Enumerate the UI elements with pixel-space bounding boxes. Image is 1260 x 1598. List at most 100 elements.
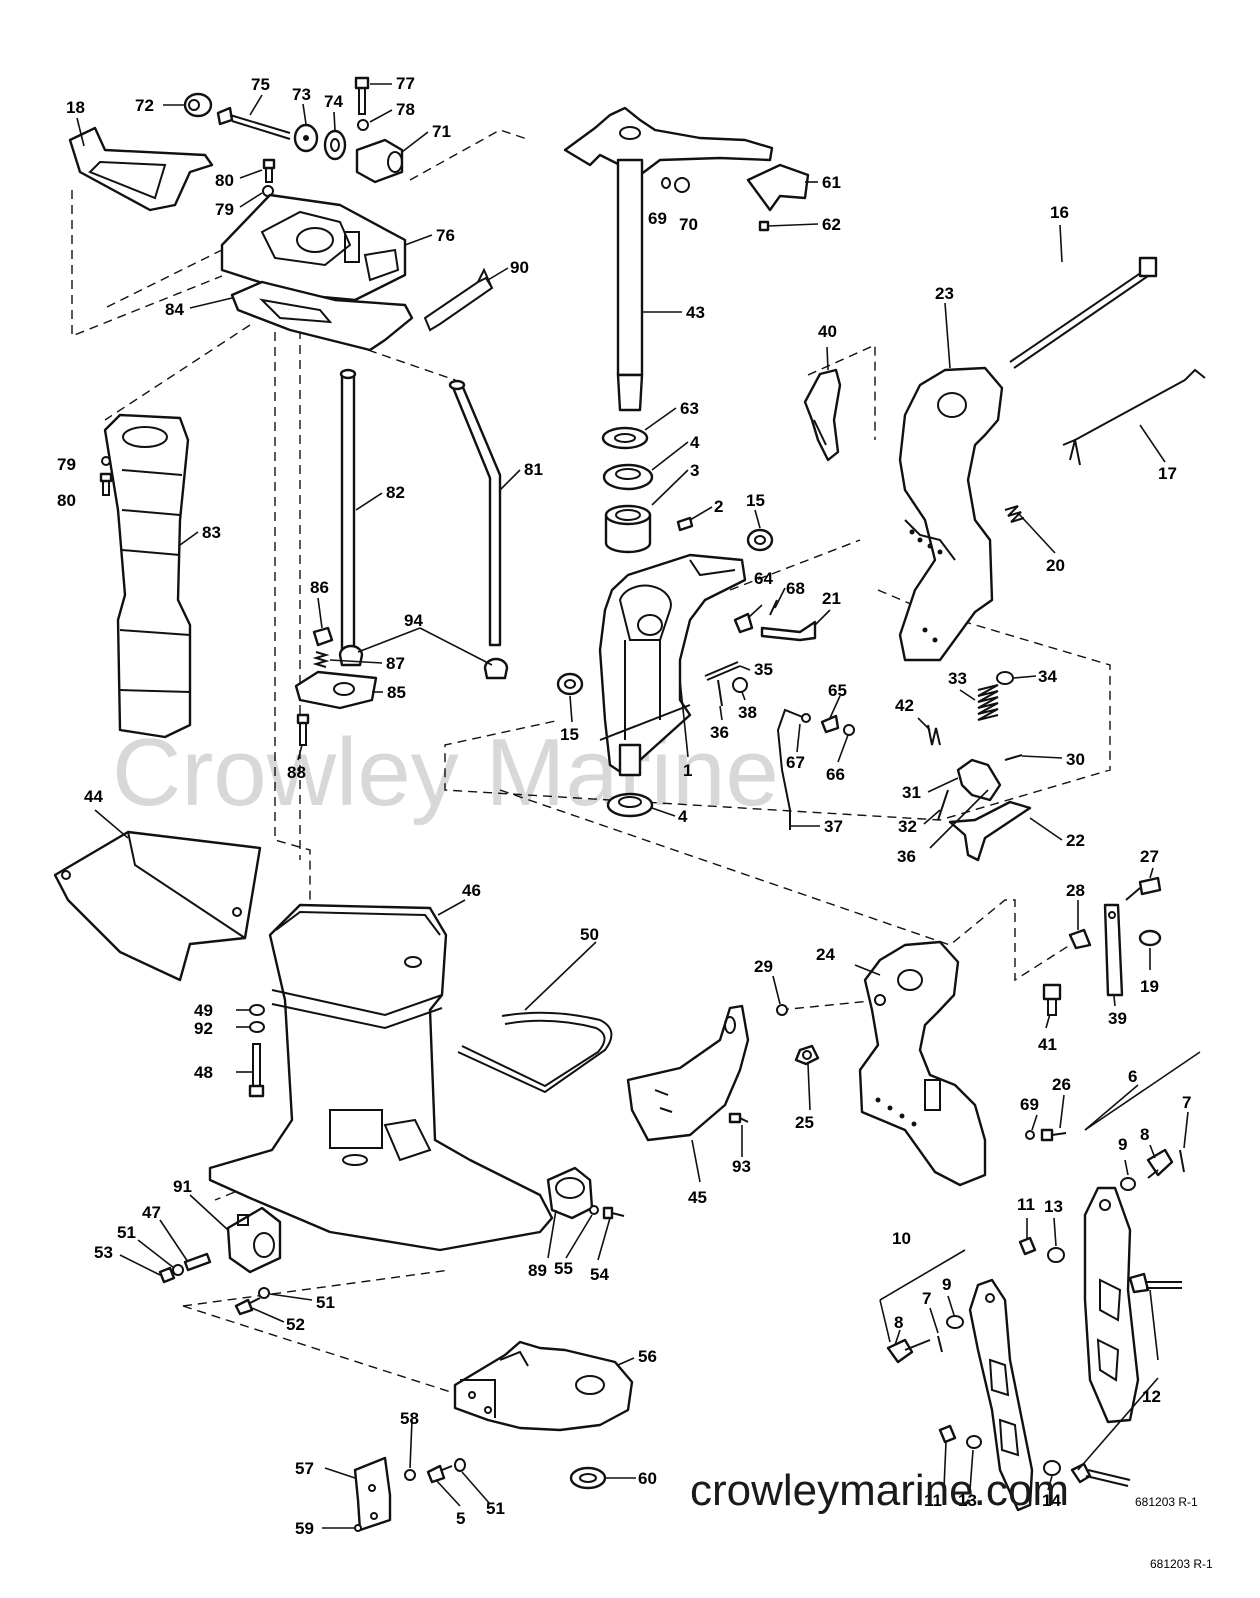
bushing-3 <box>604 504 652 554</box>
washer-13-lower <box>966 1435 982 1449</box>
callout-16: 16 <box>1050 203 1069 222</box>
washer-55 <box>589 1205 599 1215</box>
callout-22: 22 <box>1066 831 1085 850</box>
cap-89 <box>546 1166 594 1220</box>
callout-numbers: 18 72 75 73 74 77 78 71 80 79 76 84 90 4… <box>57 74 1191 1538</box>
washer-92 <box>249 1021 265 1033</box>
callout-51-mid: 51 <box>316 1293 335 1312</box>
callout-20: 20 <box>1046 556 1065 575</box>
callout-13-lower: 13 <box>958 1491 977 1510</box>
screw-77 <box>354 76 370 115</box>
callout-52: 52 <box>286 1315 305 1334</box>
pin-30 <box>1004 754 1023 761</box>
callout-55: 55 <box>554 1259 573 1278</box>
callout-6: 6 <box>1128 1067 1137 1086</box>
link-37 <box>776 708 811 830</box>
seal-strip-50 <box>457 1011 613 1094</box>
callout-9-right: 9 <box>1118 1135 1127 1154</box>
gasket-18 <box>68 126 214 212</box>
callout-25: 25 <box>795 1113 814 1132</box>
pin-35 <box>704 661 741 681</box>
callout-49: 49 <box>194 1001 213 1020</box>
callout-3: 3 <box>690 461 699 480</box>
callout-7-left: 7 <box>922 1289 931 1308</box>
callout-79-upper: 79 <box>215 200 234 219</box>
callout-51-left: 51 <box>117 1223 136 1242</box>
callout-50: 50 <box>580 925 599 944</box>
lock-lever-31 <box>956 758 1002 802</box>
knob-8-left <box>886 1338 931 1364</box>
callout-19: 19 <box>1140 977 1159 996</box>
callout-75: 75 <box>251 75 270 94</box>
lock-bracket-40 <box>803 368 842 462</box>
callout-79-side: 79 <box>57 455 76 474</box>
callout-36-upper: 36 <box>710 723 729 742</box>
nut-86 <box>312 626 334 647</box>
screw-93 <box>728 1112 749 1124</box>
washer-51-left <box>172 1264 184 1276</box>
callout-84: 84 <box>165 300 184 319</box>
callout-76: 76 <box>436 226 455 245</box>
callout-65: 65 <box>828 681 847 700</box>
bushing-64 <box>733 612 754 634</box>
pin-36-upper <box>717 679 723 707</box>
callout-91: 91 <box>173 1177 192 1196</box>
callout-78: 78 <box>396 100 415 119</box>
washer-74 <box>323 129 347 161</box>
callout-47: 47 <box>142 1203 161 1222</box>
callout-36-lower: 36 <box>897 847 916 866</box>
link-39 <box>1103 903 1124 997</box>
callout-44: 44 <box>84 787 103 806</box>
bolt-48 <box>248 1043 265 1098</box>
callout-70: 70 <box>679 215 698 234</box>
cover-45 <box>626 1004 750 1142</box>
steering-arm-shaft-43 <box>563 106 774 412</box>
callout-21: 21 <box>822 589 841 608</box>
callout-61: 61 <box>822 173 841 192</box>
nut-38 <box>732 677 748 693</box>
callout-64: 64 <box>754 569 773 588</box>
callout-63: 63 <box>680 399 699 418</box>
knob-8-right <box>1146 1148 1174 1179</box>
callout-54: 54 <box>590 1265 609 1284</box>
callout-89: 89 <box>528 1261 547 1280</box>
plate-61 <box>746 163 810 212</box>
callout-51-lower: 51 <box>486 1499 505 1518</box>
callout-73: 73 <box>292 85 311 104</box>
figure-ref-lower: 681203 R-1 <box>1150 1557 1213 1571</box>
lever-21 <box>760 620 817 642</box>
callout-32: 32 <box>898 817 917 836</box>
callout-74: 74 <box>324 92 343 111</box>
seal-4-lower <box>606 792 654 818</box>
stern-bracket-24 <box>858 940 987 1187</box>
plate-85 <box>294 670 378 710</box>
callout-66: 66 <box>826 765 845 784</box>
clip-28 <box>1068 928 1092 950</box>
callout-37: 37 <box>824 817 843 836</box>
callout-7-right: 7 <box>1182 1093 1191 1112</box>
tube-81 <box>448 379 502 647</box>
screw-59 <box>354 1524 362 1532</box>
screw-80-side <box>99 472 113 496</box>
callout-8-right: 8 <box>1140 1125 1149 1144</box>
callout-4-lower: 4 <box>678 807 688 826</box>
callout-62: 62 <box>822 215 841 234</box>
callout-12: 12 <box>1142 1387 1161 1406</box>
bolt-75 <box>216 106 291 140</box>
driveshaft-housing-46 <box>208 903 554 1252</box>
nut-70 <box>674 177 690 193</box>
callout-93: 93 <box>732 1157 751 1176</box>
swivel-bracket-1 <box>598 553 747 777</box>
callout-2: 2 <box>714 497 723 516</box>
nut-58 <box>404 1469 416 1481</box>
nut-29 <box>776 1004 788 1016</box>
callout-39: 39 <box>1108 1009 1127 1028</box>
callout-48: 48 <box>194 1063 213 1082</box>
stern-bracket-23 <box>898 366 1004 662</box>
bolt-5 <box>426 1464 453 1484</box>
callout-77: 77 <box>396 74 415 93</box>
handle-90 <box>423 267 494 332</box>
callout-72: 72 <box>135 96 154 115</box>
screw-54 <box>602 1206 625 1220</box>
callout-11-lower: 11 <box>924 1491 942 1510</box>
